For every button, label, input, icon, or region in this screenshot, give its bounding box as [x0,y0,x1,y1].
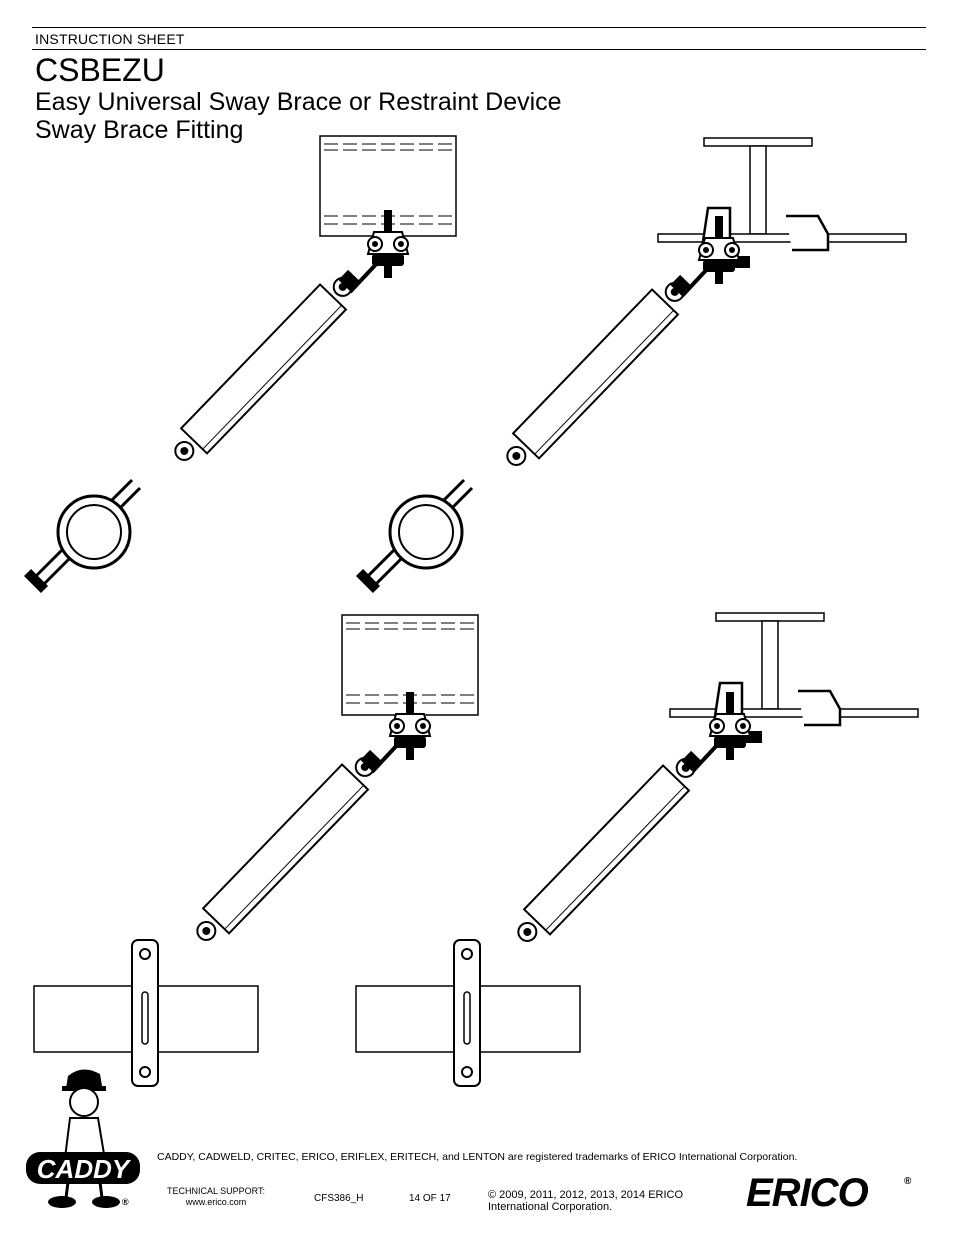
page-subtitle-line2: Sway Brace Fitting [35,116,244,144]
illustration-bottom-right [355,611,920,1087]
copyright-notice: © 2009, 2011, 2012, 2013, 2014 ERICO Int… [488,1189,728,1213]
header-rule [32,49,926,50]
support-label: TECHNICAL SUPPORT: [166,1186,266,1196]
caddy-mascot-icon [48,1069,120,1208]
svg-text:CADDY: CADDY [37,1154,132,1184]
technical-support: TECHNICAL SUPPORT: www.erico.com [160,1186,272,1208]
top-rule [32,27,926,28]
support-url-link[interactable]: www.erico.com [185,1197,247,1207]
copyright-line2: International Corporation. [488,1201,613,1213]
caddy-logo: CADDY [26,1152,140,1184]
caddy-registered-mark: ® [122,1197,129,1207]
page-title: CSBEZU [35,52,165,88]
illustration-bottom-left [33,614,479,1087]
page-subtitle-line1: Easy Universal Sway Brace or Restraint D… [35,88,562,116]
illustration-top-right [354,136,908,595]
trademark-notice: CADDY, CADWELD, CRITEC, ERICO, ERIFLEX, … [157,1151,798,1163]
page-number: 14 OF 17 [409,1193,451,1204]
svg-text:®: ® [904,1176,912,1187]
illustration-top-left [22,135,457,595]
copyright-line1: © 2009, 2011, 2012, 2013, 2014 ERICO [488,1189,684,1201]
erico-logo: ERICO ® [746,1172,912,1212]
sheet-type-label: INSTRUCTION SHEET [35,31,185,47]
document-code: CFS386_H [314,1193,364,1204]
svg-text:ERICO: ERICO [746,1172,869,1212]
